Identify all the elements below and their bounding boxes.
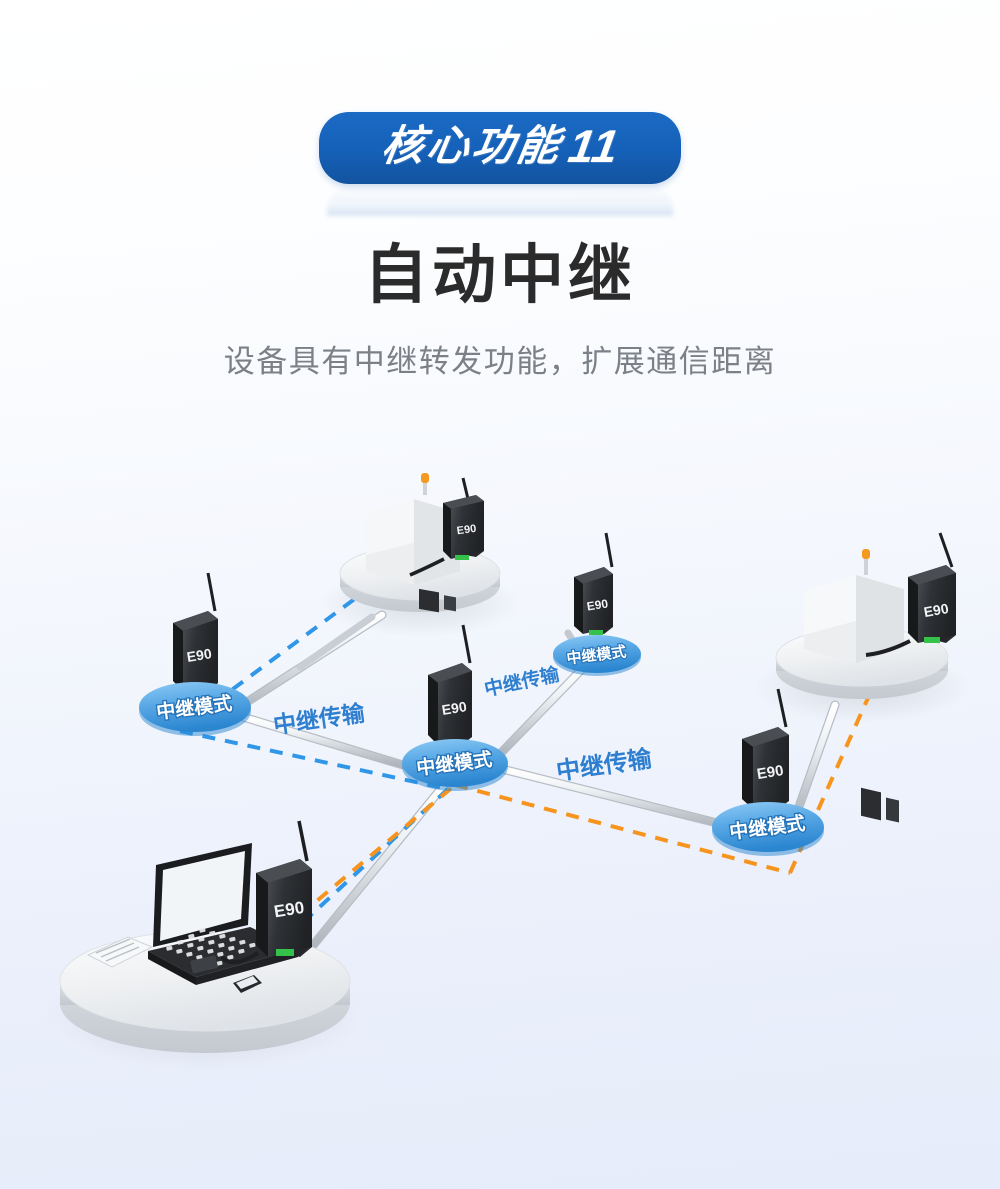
platform-top-machine: E90 [339,473,501,613]
relay-node-left: E90 中继模式 [139,572,251,736]
svg-text:E90: E90 [586,596,610,613]
link-label-2: 中继传输 [554,744,654,785]
relay-node-right: E90 中继模式 [712,688,824,856]
network-topology-diagram: E90 E90 [0,455,1000,1155]
smartphone [233,975,262,993]
laptop [148,843,298,985]
signal-bottom-to-center [298,783,457,917]
e90-device-upper: E90 [574,532,614,635]
page-header: 核心功能 11 自动中继 设备具有中继转发功能，扩展通信距离 [0,0,1000,381]
svg-text:E90: E90 [756,762,785,783]
signal-center-to-bottom [298,787,450,927]
page-subtitle: 设备具有中继转发功能，扩展通信距离 [223,344,777,380]
notepad [86,936,154,968]
feature-badge-number: 11 [564,120,623,172]
svg-text:E90: E90 [456,523,477,538]
e90-device-left: E90 [173,572,218,692]
link-label-0: 中继传输 [272,700,368,739]
platform-right-machine: E90 [775,532,956,823]
signal-center-to-right [454,783,791,875]
link-label-1: 中继传输 [482,662,562,701]
feature-badge-reflection [327,183,673,216]
e90-device-bottom: E90 [220,820,312,965]
relay-node-center: E90 中继模式 [402,624,508,791]
feature-badge: 核心功能 11 [319,112,681,184]
feature-badge-wrap: 核心功能 11 [319,112,681,216]
svg-text:E90: E90 [441,698,468,718]
signal-left-to-top [212,593,362,705]
feature-badge-label: 核心功能 [378,122,566,170]
page-title: 自动中继 [364,238,636,311]
e90-device-top: E90 [409,477,484,577]
relay-node-upper: E90 中继模式 [553,532,641,676]
svg-text:E90: E90 [186,645,213,665]
wireless-signal-paths-orange [298,670,882,917]
e90-device-center: E90 [428,624,472,746]
signal-right-to-platform [788,670,882,874]
platform-bottom-workstation: E90 [59,820,351,1053]
svg-text:E90: E90 [273,898,306,921]
industrial-machine-right [804,549,904,823]
svg-text:E90: E90 [922,600,950,620]
wireless-signal-paths-blue [179,593,450,927]
e90-device-right-node: E90 [742,688,789,810]
e90-device-right: E90 [865,532,956,657]
